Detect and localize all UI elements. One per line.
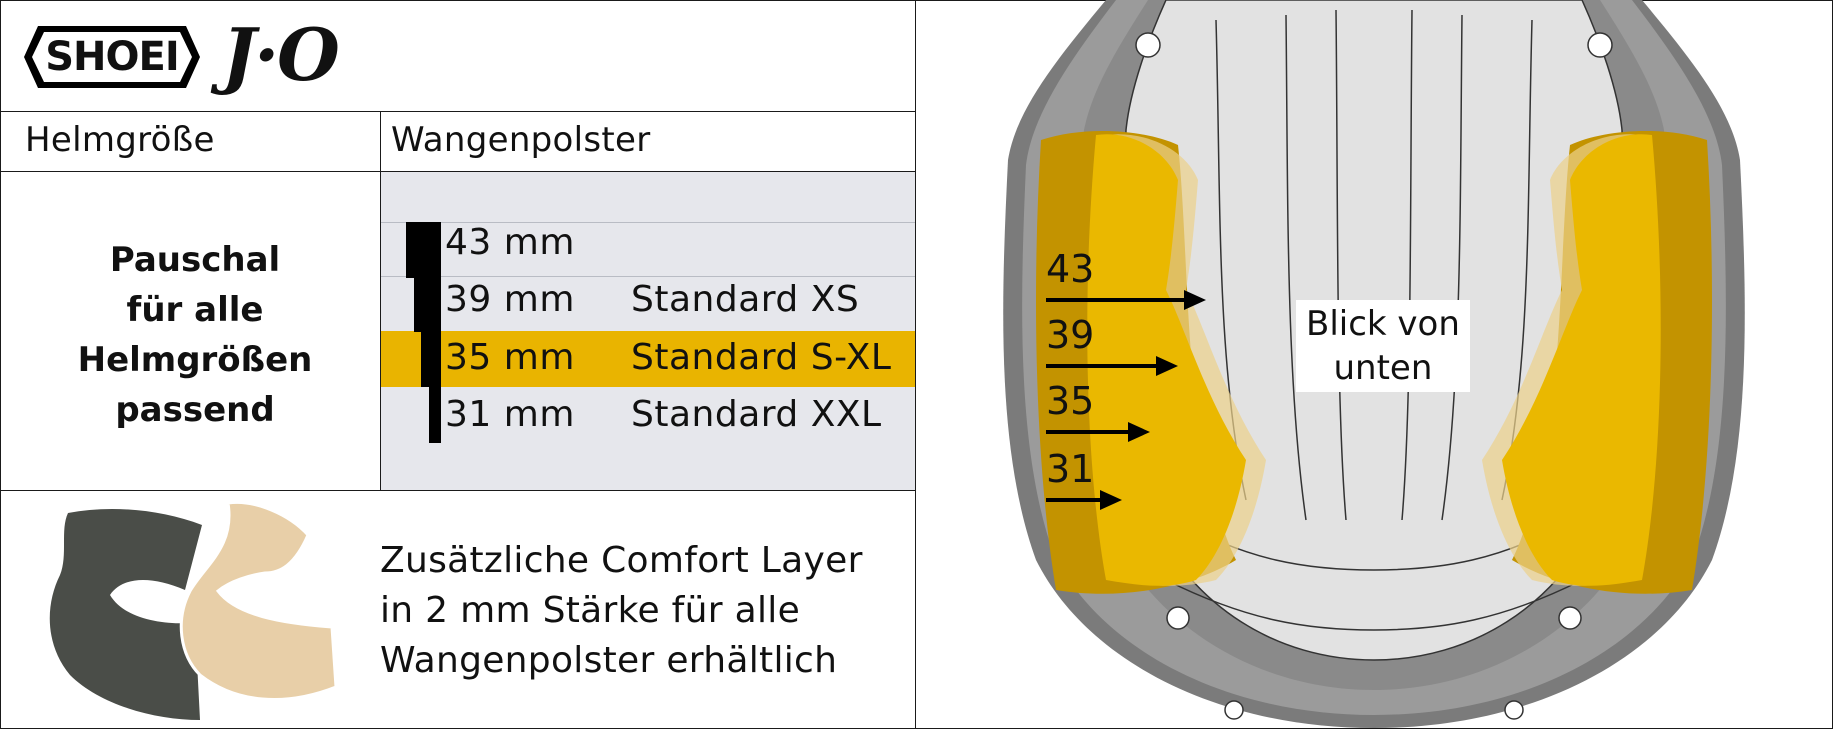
arrow-label-43: 43 [1046,247,1095,291]
jo-model-logo: J·O [222,8,382,104]
divider [380,111,381,491]
comfort-line: in 2 mm Stärke für alle [380,590,801,631]
view-label-line: Blick von [1306,304,1460,344]
thickness-bar-39 [414,276,441,332]
thickness-bar-35 [421,331,441,387]
size-note-line: passend [115,390,275,430]
view-label-line: unten [1333,348,1433,388]
row-standard: Standard XS [631,279,860,320]
shoei-logo-text: SHOEI [45,34,180,80]
arrow-label-39: 39 [1046,313,1095,357]
comfort-line: Zusätzliche Comfort Layer [380,540,863,581]
row-thickness: 31 mm [445,394,575,435]
row-divider [381,222,915,223]
jo-model-logo-text: J·O [222,12,340,97]
row-standard: Standard S-XL [631,337,892,378]
row-thickness: 39 mm [445,279,575,320]
shoei-logo: SHOEI [24,22,200,92]
arrow-label-35: 35 [1046,379,1095,423]
divider [0,490,915,491]
helmet-diagram: 43 39 35 31 Blick von unten [916,0,1832,728]
row-divider [381,276,915,277]
thickness-bar-43 [406,222,441,278]
size-note-line: Pauschal [109,240,281,280]
divider [915,0,916,729]
row-standard: Standard XXL [631,394,882,435]
thickness-bar-31 [429,387,441,443]
arrow-label-31: 31 [1046,447,1095,491]
highlighted-row [381,331,915,387]
divider [0,111,915,112]
size-note-line: für alle [126,290,264,330]
comfort-line: Wangenpolster erhältlich [380,640,838,681]
row-thickness: 35 mm [445,337,575,378]
divider [0,171,915,172]
size-note-line: Helmgrößen [77,340,313,380]
view-from-below-label: Blick von unten [1296,300,1470,392]
header-helmet-size: Helmgröße [25,120,215,160]
header-cheek-pads: Wangenpolster [391,120,651,160]
comfort-layer-text: Zusätzliche Comfort Layer in 2 mm Stärke… [380,536,863,686]
row-thickness: 43 mm [445,222,575,263]
comfort-layer-image [40,495,350,725]
size-note: Pauschal für alle Helmgrößen passend [40,235,350,435]
